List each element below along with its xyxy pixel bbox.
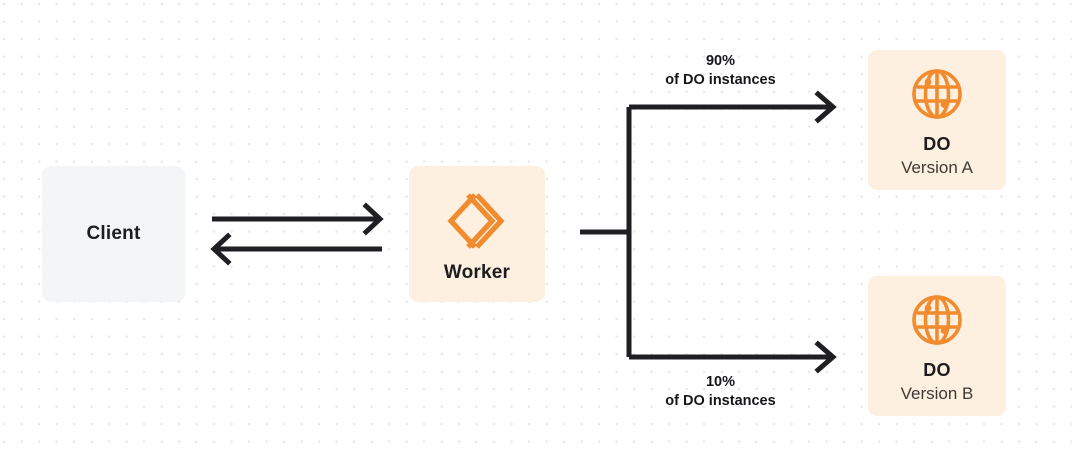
- globe-icon: [910, 67, 964, 121]
- node-do-a-title: DO: [923, 133, 951, 154]
- edge-worker-split-bracket: [580, 107, 632, 357]
- node-do-version-b[interactable]: DO Version B: [868, 276, 1006, 416]
- edge-label-do-a-percent: 90%: [705, 53, 736, 69]
- node-worker-label: Worker: [443, 262, 511, 283]
- node-do-b-subtitle: Version B: [900, 383, 974, 403]
- node-worker[interactable]: Worker: [409, 166, 545, 302]
- node-client[interactable]: Client: [42, 166, 185, 302]
- node-do-a-subtitle: Version A: [901, 157, 973, 177]
- node-do-version-a[interactable]: DO Version A: [868, 50, 1006, 190]
- edge-label-do-a: 90% of DO instances: [618, 52, 823, 90]
- cloudflare-workers-icon: [444, 190, 510, 252]
- edge-label-do-b: 10% of DO instances: [618, 373, 823, 411]
- edge-label-do-b-caption: of DO instances: [665, 393, 776, 410]
- edge-label-do-b-percent: 10%: [705, 374, 736, 390]
- globe-icon: [910, 293, 964, 347]
- node-do-b-title: DO: [923, 359, 951, 380]
- edge-to-do-b: [629, 340, 837, 374]
- edge-label-do-a-caption: of DO instances: [665, 72, 776, 89]
- edge-client-to-worker: [212, 202, 384, 236]
- edge-to-do-a: [629, 90, 837, 124]
- node-client-label: Client: [86, 223, 141, 244]
- edge-worker-to-client: [210, 232, 382, 266]
